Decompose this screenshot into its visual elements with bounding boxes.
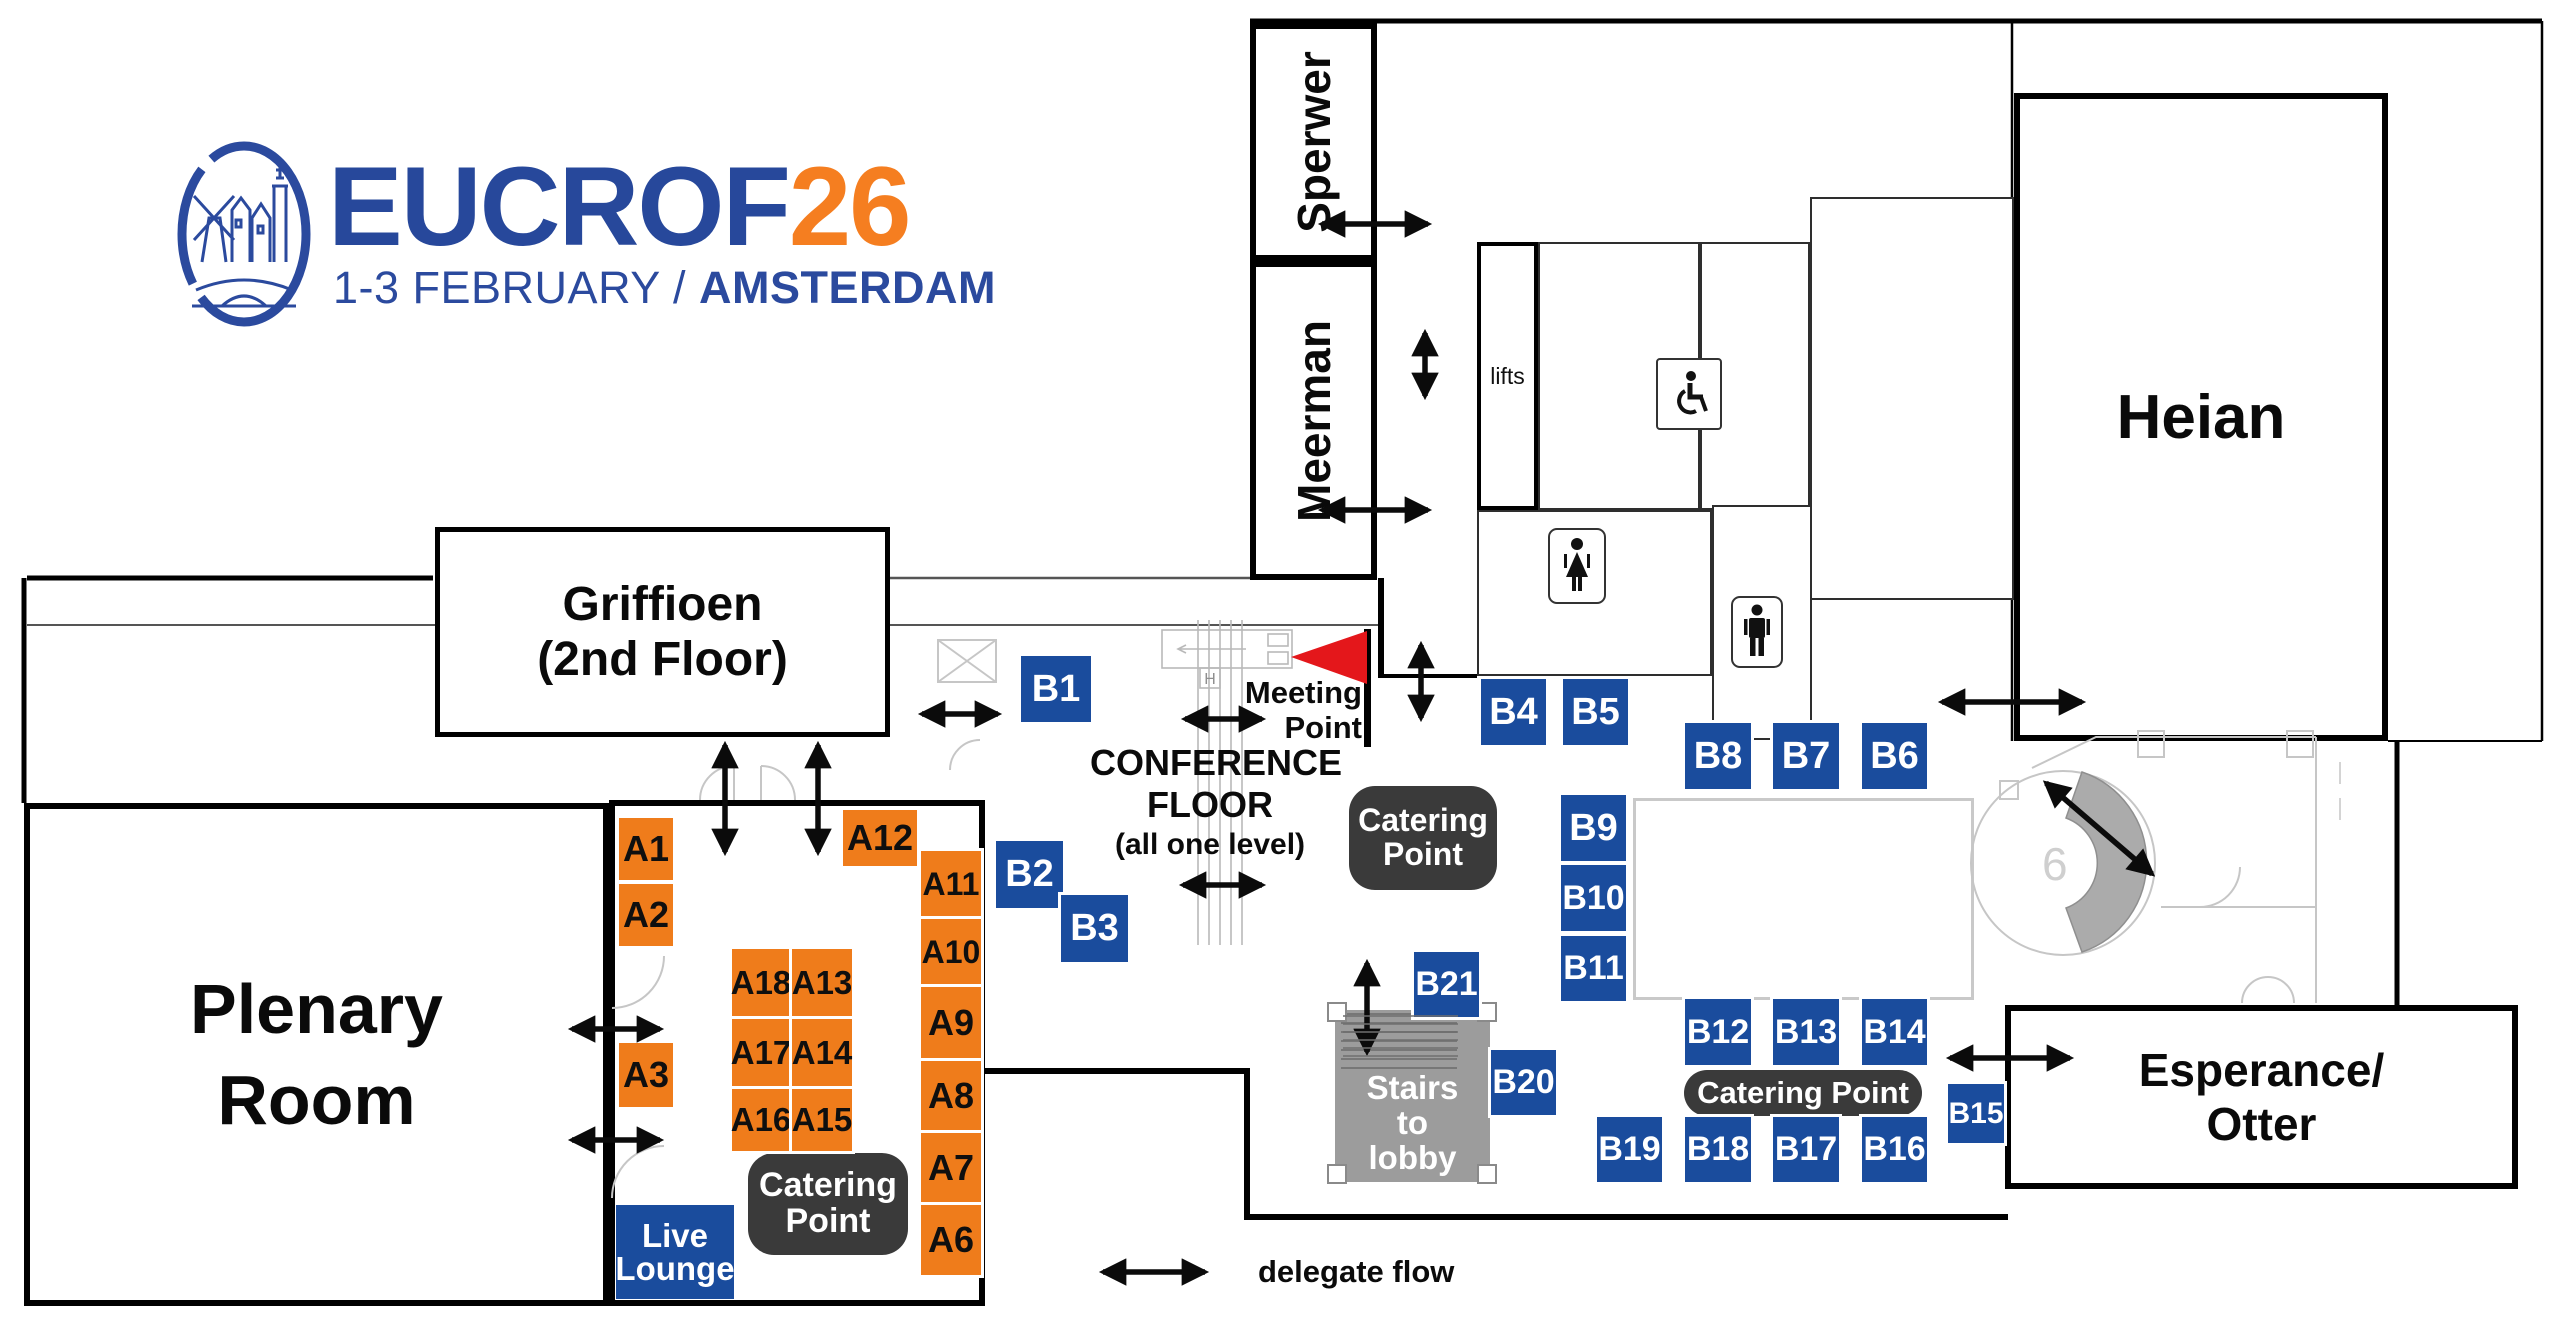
- event-title: EUCROF26: [328, 142, 912, 271]
- booth-b15: B15: [1948, 1084, 2004, 1143]
- booth-b20: B20: [1491, 1050, 1556, 1115]
- stair-corner-post: [1477, 1164, 1497, 1184]
- booth-b17: B17: [1773, 1117, 1839, 1182]
- booth-a3: A3: [619, 1043, 673, 1107]
- booth-a15: A15: [792, 1089, 852, 1151]
- event-title-main: EUCROF: [328, 144, 791, 269]
- catering-point-central: Catering Point: [1684, 1070, 1922, 1116]
- room-esperance-label: Esperance/Otter: [2138, 1044, 2385, 1150]
- booth-b1: B1: [1021, 656, 1091, 722]
- conference-floor-label: CONFERENCE FLOOR (all one level): [1090, 742, 1343, 861]
- stairs-to-lobby: Stairs to lobby: [1335, 1010, 1490, 1182]
- event-date: 1-3 FEBRUARY /: [333, 262, 699, 313]
- room-sperwer: Sperwer: [1250, 23, 1377, 261]
- booth-b10: B10: [1561, 865, 1626, 931]
- men-toilet-icon: [1731, 596, 1783, 668]
- booth-b4: B4: [1481, 679, 1546, 745]
- booth-b5: B5: [1563, 679, 1628, 745]
- delegate-flow-legend-label: delegate flow: [1258, 1254, 1455, 1289]
- booth-a13: A13: [792, 949, 852, 1017]
- central-block: [1633, 798, 1974, 1000]
- booth-a11: A11: [921, 851, 981, 917]
- booth-a12: A12: [843, 810, 917, 866]
- meeting-point-label: Meeting Point: [1244, 675, 1362, 745]
- booth-b13: B13: [1773, 999, 1839, 1065]
- facility-room-3: [1810, 197, 2014, 600]
- booth-b9: B9: [1561, 795, 1626, 861]
- booth-b18: B18: [1685, 1117, 1751, 1182]
- booth-b8: B8: [1685, 723, 1751, 789]
- room-esperance-otter: Esperance/Otter: [2005, 1005, 2518, 1189]
- booth-b11: B11: [1561, 936, 1626, 1001]
- accessible-toilet-icon: [1656, 358, 1722, 430]
- event-subtitle: 1-3 FEBRUARY / AMSTERDAM: [333, 262, 996, 314]
- booth-a6: A6: [921, 1205, 981, 1275]
- booth-a10: A10: [921, 919, 981, 985]
- booth-a2: A2: [619, 884, 673, 946]
- booth-a8: A8: [921, 1061, 981, 1131]
- booth-b16: B16: [1862, 1117, 1927, 1182]
- room-lifts: [1477, 242, 1538, 510]
- room-lifts-label: lifts: [1490, 362, 1525, 389]
- booth-b6: B6: [1862, 723, 1927, 789]
- booth-a16: A16: [731, 1089, 791, 1151]
- booth-a1: A1: [619, 818, 673, 880]
- booth-b2: B2: [996, 841, 1063, 908]
- room-sperwer-label: Sperwer: [1287, 51, 1340, 233]
- stair-corner-post: [1477, 1002, 1497, 1022]
- eucrof-logo-icon: [177, 141, 311, 327]
- booth-b7: B7: [1773, 723, 1839, 789]
- booth-b14: B14: [1862, 999, 1927, 1065]
- booth-b12: B12: [1685, 999, 1751, 1065]
- room-griffioen: Griffioen(2nd Floor): [435, 527, 890, 737]
- spiral-stair-number: 6: [2042, 838, 2068, 890]
- booth-b19: B19: [1597, 1117, 1662, 1182]
- booth-a7: A7: [921, 1133, 981, 1203]
- flow-arrow-spiral: [2042, 780, 2156, 877]
- booth-a14: A14: [792, 1019, 852, 1087]
- booth-b21: B21: [1414, 952, 1479, 1017]
- room-heian: Heian: [2014, 93, 2388, 741]
- stair-corner-post: [1327, 1002, 1347, 1022]
- event-city: AMSTERDAM: [698, 262, 996, 313]
- event-title-year: 26: [788, 144, 912, 269]
- spiral-stair-sketch: [1970, 730, 2341, 1003]
- stairs-label: Stairs: [1366, 1069, 1459, 1107]
- booth-a9: A9: [921, 987, 981, 1059]
- booth-a18: A18: [731, 949, 791, 1017]
- women-toilet-icon: [1548, 528, 1606, 604]
- stair-corner-post: [1327, 1164, 1347, 1184]
- stair-treads: [1341, 1013, 1457, 1069]
- booth-b3: B3: [1061, 895, 1128, 962]
- room-meerman: Meerman: [1250, 261, 1377, 580]
- booth-a17: A17: [731, 1019, 791, 1087]
- room-griffioen-label: Griffioen(2nd Floor): [537, 578, 788, 686]
- room-meerman-label: Meerman: [1287, 319, 1340, 522]
- room-heian-label: Heian: [2116, 382, 2286, 452]
